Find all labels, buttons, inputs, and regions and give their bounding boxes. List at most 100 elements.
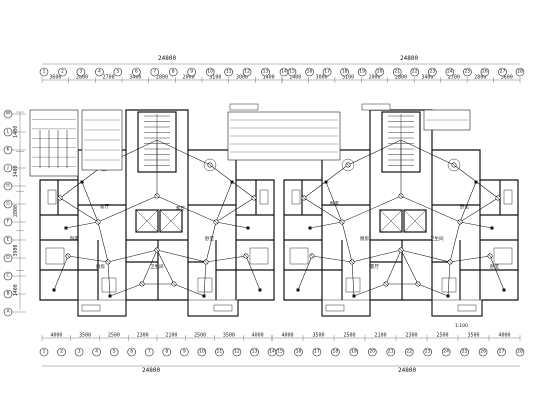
bottom-axis-right-bubble-label: 16 bbox=[296, 349, 302, 355]
bottom-axis-left-bubble-label: 10 bbox=[199, 349, 205, 355]
top-axis-left-bubble bbox=[205, 67, 215, 77]
bottom-axis-left-bubble-label: 11 bbox=[217, 349, 223, 355]
top-axis-right-bubble bbox=[463, 67, 472, 77]
bottom-axis-left-bubble bbox=[180, 347, 189, 357]
bottom-dim-left-label: 2100 bbox=[165, 333, 177, 339]
wire-run bbox=[385, 249, 402, 285]
walls bbox=[39, 109, 519, 317]
unit-block bbox=[283, 109, 519, 317]
top-dim-right-label: 1400 bbox=[289, 75, 301, 81]
room-label: 厨房 bbox=[96, 263, 105, 270]
balcony-label-box bbox=[213, 304, 233, 312]
balcony bbox=[321, 299, 371, 317]
fixture-round bbox=[203, 158, 217, 172]
title-tag-right bbox=[361, 103, 391, 111]
unit-block bbox=[39, 109, 275, 317]
light-fixture-cross bbox=[458, 220, 462, 224]
left-axis-bubble-label: C bbox=[6, 273, 9, 279]
top-axis-left-bubble bbox=[168, 67, 178, 77]
room-label: 卧室 bbox=[70, 235, 79, 242]
top-axis-left-bubble bbox=[76, 67, 86, 77]
top-axis-left-bubble-label: 11 bbox=[226, 69, 232, 75]
fixture bbox=[45, 247, 65, 265]
bottom-dim-left-label: 4000 bbox=[50, 333, 62, 339]
top-axis-right-bubble-label: 21 bbox=[394, 69, 400, 75]
top-axis-left-bubble bbox=[261, 67, 270, 77]
top-axis-left-bubble bbox=[187, 67, 196, 77]
wiring bbox=[52, 139, 506, 298]
bottom-axis-right-bubble-label: 24 bbox=[443, 349, 449, 355]
balcony bbox=[77, 299, 127, 317]
elevator-x2 bbox=[135, 209, 159, 233]
top-axis-right-bubble-label: 26 bbox=[482, 69, 488, 75]
switch-symbol bbox=[202, 294, 206, 298]
bottom-axis-left-bubble bbox=[215, 347, 224, 357]
bottom-axis-right-bubble-label: 20 bbox=[369, 349, 375, 355]
switch-symbol bbox=[308, 226, 312, 230]
bottom-dim-left-label: 3500 bbox=[223, 333, 235, 339]
top-axis-left-bubble bbox=[224, 67, 233, 77]
left-dim-label: 3900 bbox=[13, 245, 19, 257]
light-fixture-cross bbox=[58, 196, 62, 200]
bottom-axis-left-bubble-label: 12 bbox=[234, 349, 240, 355]
light-fixture-cross bbox=[399, 194, 403, 198]
room-label: 卧室 bbox=[490, 263, 499, 270]
top-axis-left-bubble bbox=[132, 67, 141, 77]
bottom-axis-right-bubble-label: 18 bbox=[333, 349, 339, 355]
bottom-axis-right-bubble-label: 15 bbox=[277, 349, 283, 355]
top-total-dim-left: 24800 bbox=[158, 55, 176, 62]
left-axis-bubble-label: J bbox=[6, 165, 8, 171]
bottom-axis-right-bubble bbox=[423, 347, 432, 357]
light-fixture-cross bbox=[172, 282, 176, 286]
bottom-axis-right-bubble-label: 17 bbox=[314, 349, 320, 355]
wire-run bbox=[309, 221, 343, 229]
bottom-axis-right-bubble-label: 23 bbox=[425, 349, 431, 355]
elevator-x2 bbox=[379, 209, 403, 233]
bottom-axis-right-bubble bbox=[368, 347, 377, 357]
bottom-axis-left-bubble bbox=[57, 347, 66, 357]
switch-symbol bbox=[352, 294, 356, 298]
fixture bbox=[259, 189, 269, 205]
bottom-axis-left-bubble-label: 6 bbox=[130, 349, 133, 355]
top-dim-right-label: 3600 bbox=[501, 75, 513, 81]
bottom-axis-left-bubble-label: 2 bbox=[60, 349, 63, 355]
top-dim-left-label: 2000 bbox=[183, 75, 195, 81]
wiring-block bbox=[52, 139, 262, 298]
light-fixture-cross bbox=[350, 260, 354, 264]
light-fixture-cross bbox=[488, 254, 492, 258]
balcony-label-box bbox=[81, 304, 101, 312]
left-dim-label: 2800 bbox=[13, 205, 19, 217]
bottom-axis-left-bubble-label: 7 bbox=[148, 349, 151, 355]
switch-symbol bbox=[296, 288, 300, 292]
wire-run bbox=[297, 255, 313, 291]
room-label: 卧室 bbox=[330, 200, 339, 207]
bottom-axis-left-bubble bbox=[109, 347, 119, 357]
wire-run bbox=[459, 221, 493, 229]
top-dim-left-label: 3400 bbox=[129, 75, 141, 81]
fixture bbox=[249, 247, 269, 265]
light-fixture-cross bbox=[244, 254, 248, 258]
bottom-axis-right-bubble-label: 22 bbox=[406, 349, 412, 355]
wire-run bbox=[417, 283, 449, 297]
bottom-dim-right-label: 2500 bbox=[436, 333, 448, 339]
fixture bbox=[47, 189, 57, 205]
wire-run bbox=[215, 181, 233, 223]
wire-run bbox=[311, 255, 353, 263]
bottom-axis-right-bubble-label: 19 bbox=[351, 349, 357, 355]
balcony-label-box bbox=[457, 304, 477, 312]
bottom-axis-left-bubble bbox=[232, 347, 242, 357]
left-axis-bubble-label: H bbox=[6, 183, 9, 189]
bottom-total-dim-left: 24800 bbox=[142, 367, 160, 374]
light-fixture-cross bbox=[399, 248, 403, 252]
bottom-dim-right-label: 2300 bbox=[405, 333, 417, 339]
bottom-dim-left-label: 2500 bbox=[108, 333, 120, 339]
top-axis-right-bubble bbox=[498, 67, 507, 77]
top-dim-right-label: 2700 bbox=[448, 75, 460, 81]
top-axis-left-bubble-label: 1 bbox=[43, 69, 46, 75]
bottom-axis-right-bubble bbox=[404, 347, 414, 357]
bottom-total-dim-right: 24800 bbox=[398, 367, 416, 374]
wiring-block bbox=[296, 139, 506, 298]
wire-run bbox=[107, 261, 111, 297]
top-total-dim-right: 24800 bbox=[400, 55, 418, 62]
